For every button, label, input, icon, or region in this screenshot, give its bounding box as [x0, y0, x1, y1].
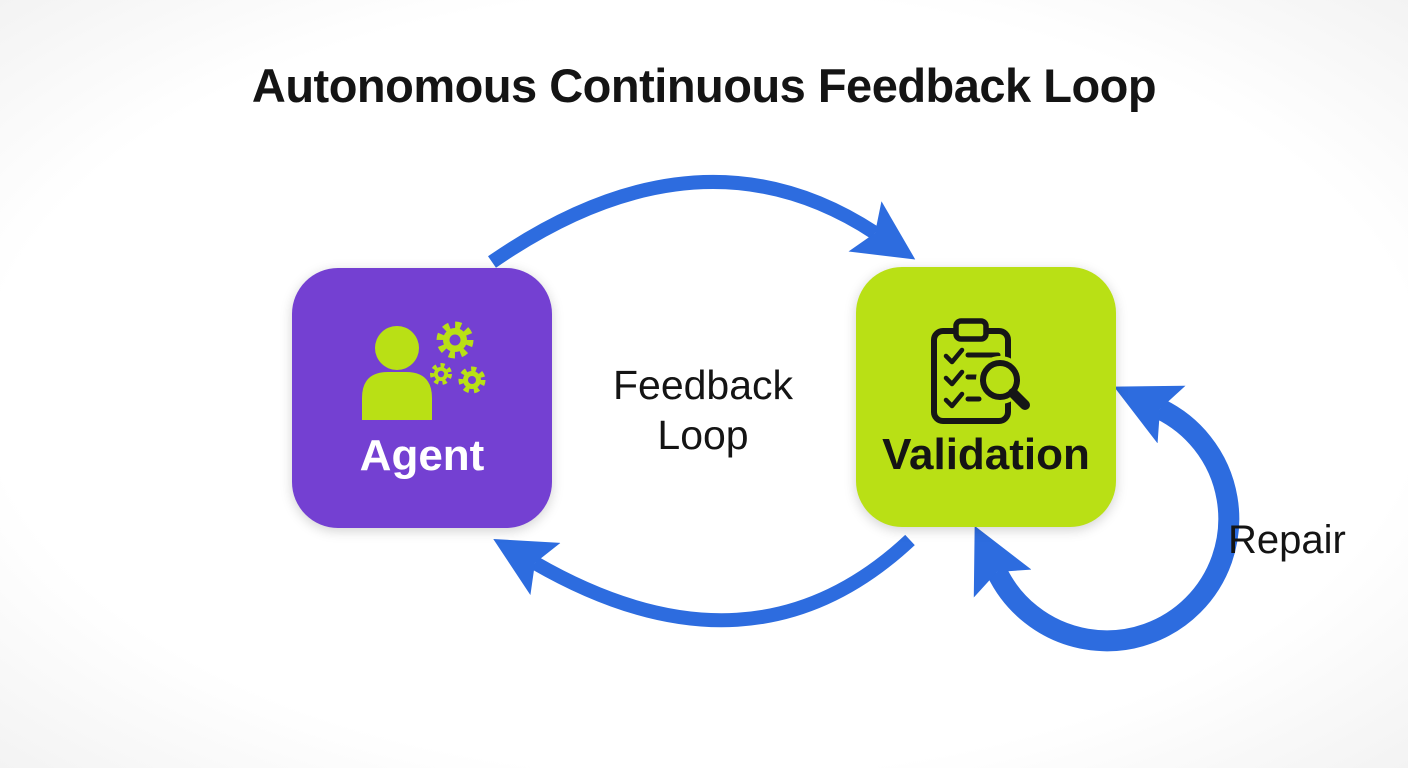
agent-node-label: Agent: [359, 430, 485, 480]
feedback-loop-label: Feedback Loop: [553, 360, 853, 460]
agent-node: Agent: [292, 268, 552, 528]
feedback-loop-label-line2: Loop: [657, 412, 749, 458]
validation-node: Validation: [856, 267, 1116, 527]
diagram-title: Autonomous Continuous Feedback Loop: [251, 59, 1157, 112]
agent-to-validation-arrow: [488, 175, 916, 268]
gear-icon: [430, 362, 452, 385]
repair-self-loop-arrow: [973, 385, 1240, 652]
person-with-gears-icon: [362, 321, 486, 420]
clipboard-checklist-magnifier-icon: [931, 318, 1030, 424]
gear-icon: [458, 366, 486, 394]
gear-icon: [436, 321, 474, 359]
validation-to-agent-arrow: [493, 534, 915, 628]
feedback-loop-label-line1: Feedback: [612, 362, 794, 408]
repair-label: Repair: [1228, 518, 1346, 562]
validation-node-label: Validation: [882, 429, 1090, 479]
